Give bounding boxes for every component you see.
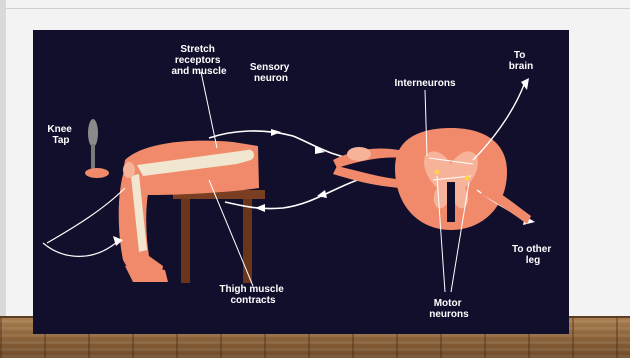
label-to-other-leg: To other leg [512,244,554,266]
dorsal-root-ganglion [347,147,371,161]
patella [123,162,135,178]
label-thigh-muscle: Thigh muscle contracts [219,284,286,306]
slide-left-border [0,0,6,358]
slide-top-line [0,8,630,9]
label-sensory-neuron: Sensory neuron [250,62,292,84]
reflex-arc-image: Stretch receptors and muscle Sensory neu… [33,30,569,334]
label-interneurons: Interneurons [394,78,456,89]
ventral-root [333,166,405,188]
kick-arrow-2 [43,242,117,256]
reflex-hammer [85,119,109,178]
kick-arrow [47,188,125,243]
label-stretch: Stretch receptors and muscle [171,44,226,77]
reflex-arc-diagram: Stretch receptors and muscle Sensory neu… [33,30,569,334]
stretch-pointer [201,72,217,148]
label-knee-tap: Knee Tap [47,124,74,146]
label-motor-neurons: Motor neurons [429,298,469,320]
label-to-brain: To brain [509,50,533,72]
